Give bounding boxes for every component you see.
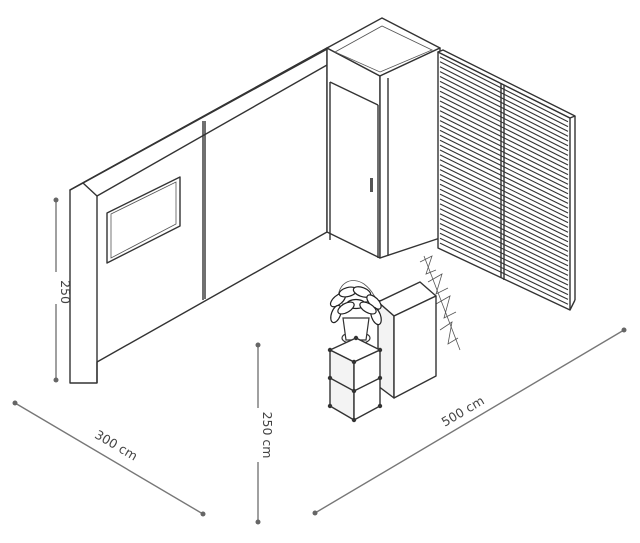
dimension-front-height: 250 cm [250,342,275,525]
dimension-left-height-label: 250 [58,280,73,304]
plant-leaf [359,301,377,315]
wall-screen [106,176,181,264]
slat-wall [437,49,576,311]
plant-leaf [337,301,355,315]
storage-room [326,17,441,259]
cube-pedestal [327,335,383,423]
counter-cabinet [377,281,437,399]
hanger-rack [419,255,461,351]
dimension-left-height: 250 [47,197,73,383]
dimension-front-height-label: 250 cm [260,412,275,459]
potted-plant [329,286,382,345]
dimension-width-left: 300 cm [12,400,206,517]
